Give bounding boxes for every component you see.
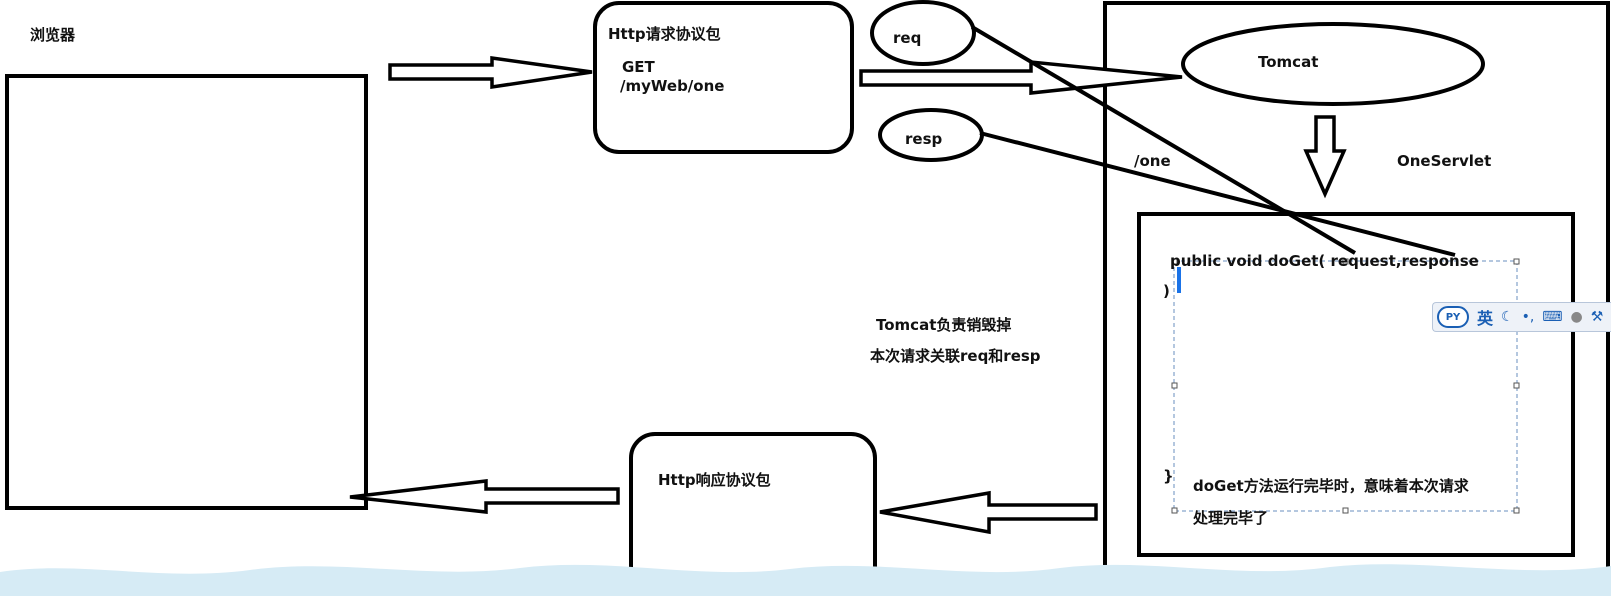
- tomcat-ellipse: [1181, 22, 1485, 106]
- request-method: GET: [622, 58, 655, 76]
- punctuation-icon[interactable]: •,: [1521, 309, 1535, 325]
- req-line: [970, 25, 1357, 255]
- ime-language-toggle[interactable]: 英: [1477, 309, 1494, 328]
- moon-icon[interactable]: ☾: [1501, 309, 1514, 325]
- request-path: /myWeb/one: [620, 77, 725, 95]
- doget-note-line2: 处理完毕了: [1193, 509, 1269, 527]
- resp-label: resp: [905, 130, 943, 148]
- arrow-response-to-browser: [349, 479, 620, 514]
- code-brace-close: }: [1163, 467, 1174, 485]
- arrow-browser-to-request: [388, 55, 593, 90]
- text-selection-frame[interactable]: [1173, 260, 1518, 512]
- resp-line: [979, 131, 1456, 257]
- request-package-label: Http请求协议包: [608, 25, 721, 43]
- code-signature[interactable]: public void doGet( request,response: [1170, 252, 1479, 270]
- servlet-name-label: OneServlet: [1397, 152, 1492, 170]
- code-paren-close: ): [1163, 282, 1170, 300]
- ime-toolbar[interactable]: PY 英 ☾ •, ⌨ ● ⚒: [1432, 302, 1611, 332]
- browser-label: 浏览器: [30, 26, 76, 44]
- one-path-label: /one: [1134, 152, 1171, 170]
- browser-box: [5, 74, 368, 510]
- keyboard-icon[interactable]: ⌨: [1542, 309, 1563, 325]
- req-ellipse: [870, 0, 976, 66]
- selection-handles[interactable]: [1171, 258, 1520, 514]
- water-band: [0, 564, 1611, 596]
- arrow-tomcat-to-response: [879, 490, 1098, 535]
- tomcat-container: [1103, 1, 1610, 596]
- wrench-icon[interactable]: ⚒: [1590, 309, 1604, 325]
- request-package-box: [593, 1, 854, 154]
- doget-note-line1: doGet方法运行完毕时，意味着本次请求: [1193, 477, 1469, 495]
- arrow-request-to-tomcat: [859, 60, 1183, 95]
- destroy-note-line1: Tomcat负责销毁掉: [876, 316, 1012, 334]
- response-package-label: Http响应协议包: [658, 471, 771, 489]
- arrow-tomcat-to-servlet: [1303, 115, 1347, 199]
- servlet-box: [1137, 212, 1575, 557]
- tomcat-label: Tomcat: [1258, 53, 1319, 71]
- req-label: req: [893, 29, 922, 47]
- user-icon[interactable]: ●: [1570, 309, 1583, 325]
- text-caret: [1177, 267, 1181, 293]
- ime-logo-icon[interactable]: PY: [1437, 306, 1469, 328]
- destroy-note-line2: 本次请求关联req和resp: [870, 347, 1041, 365]
